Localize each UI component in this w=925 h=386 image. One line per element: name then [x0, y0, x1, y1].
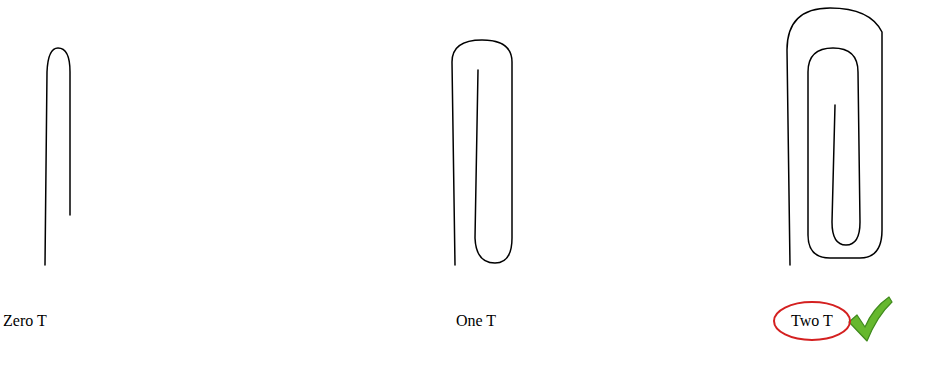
turn-label: Zero T — [3, 312, 47, 330]
check-mark — [849, 297, 892, 341]
two-turn-wire — [787, 8, 882, 265]
zero-turn-wire — [45, 48, 70, 265]
one-turn-wire — [452, 40, 512, 265]
circled-answer: Two T — [773, 301, 851, 341]
answer-text: Two T — [791, 312, 833, 330]
turn-label: One T — [456, 312, 496, 330]
red-ellipse-outline — [774, 302, 850, 340]
